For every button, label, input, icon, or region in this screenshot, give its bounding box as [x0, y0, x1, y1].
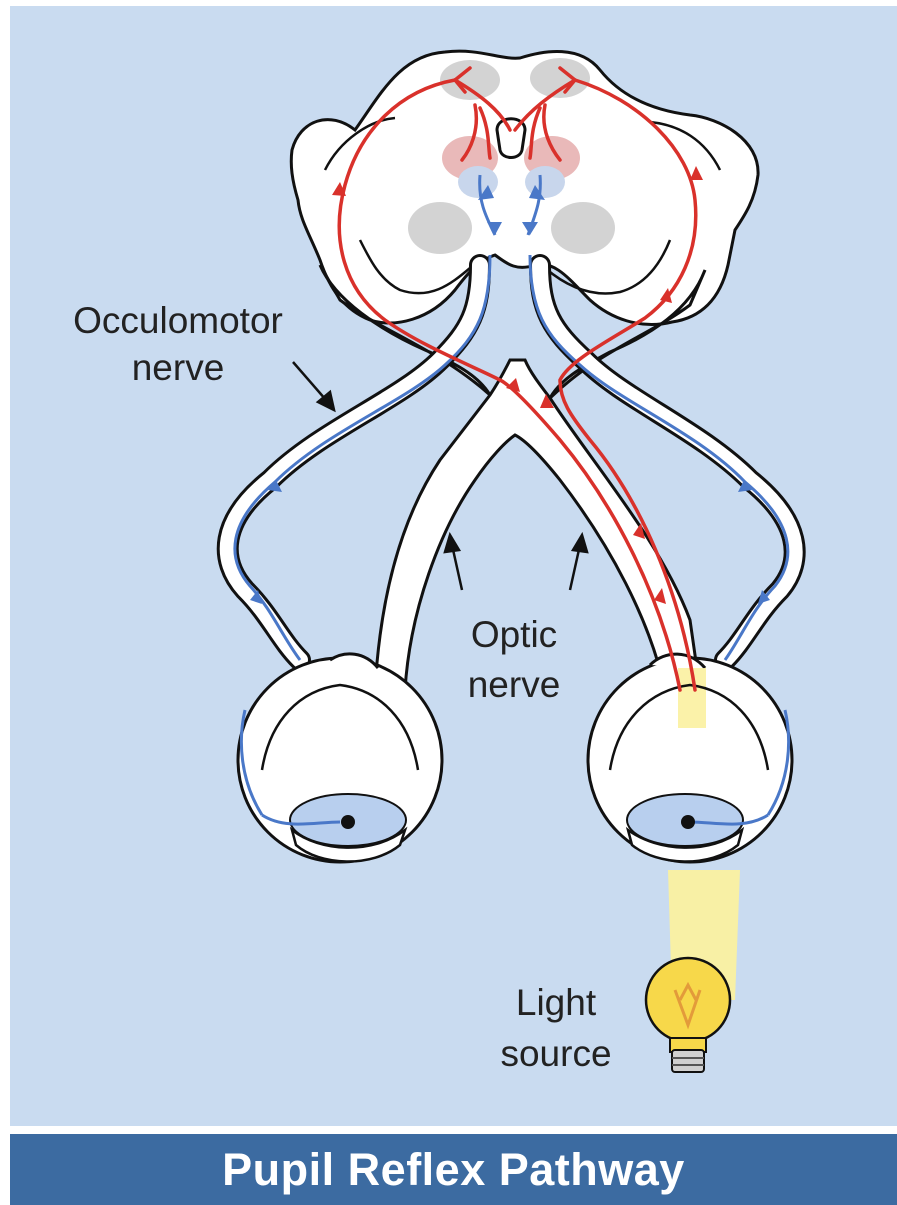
light-bulb-icon — [646, 958, 730, 1072]
diagram-title: Pupil Reflex Pathway — [222, 1144, 685, 1196]
optic-nerve-label-line2: nerve — [468, 664, 561, 705]
light-source-label-line1: Light — [516, 982, 597, 1023]
diagram-canvas: Occulomotor nerve Optic nerve Light sour… — [0, 0, 897, 1134]
left-eye — [238, 654, 442, 862]
light-source-label-line2: source — [500, 1033, 611, 1074]
occulomotor-label-line1: Occulomotor — [73, 300, 283, 341]
right-eye — [588, 654, 792, 862]
title-bar: Pupil Reflex Pathway — [10, 1134, 897, 1205]
brainstem — [291, 51, 758, 324]
oculomotor-nerves — [228, 255, 795, 660]
occulomotor-label-line2: nerve — [132, 347, 225, 388]
optic-nerve-label-line1: Optic — [471, 614, 557, 655]
